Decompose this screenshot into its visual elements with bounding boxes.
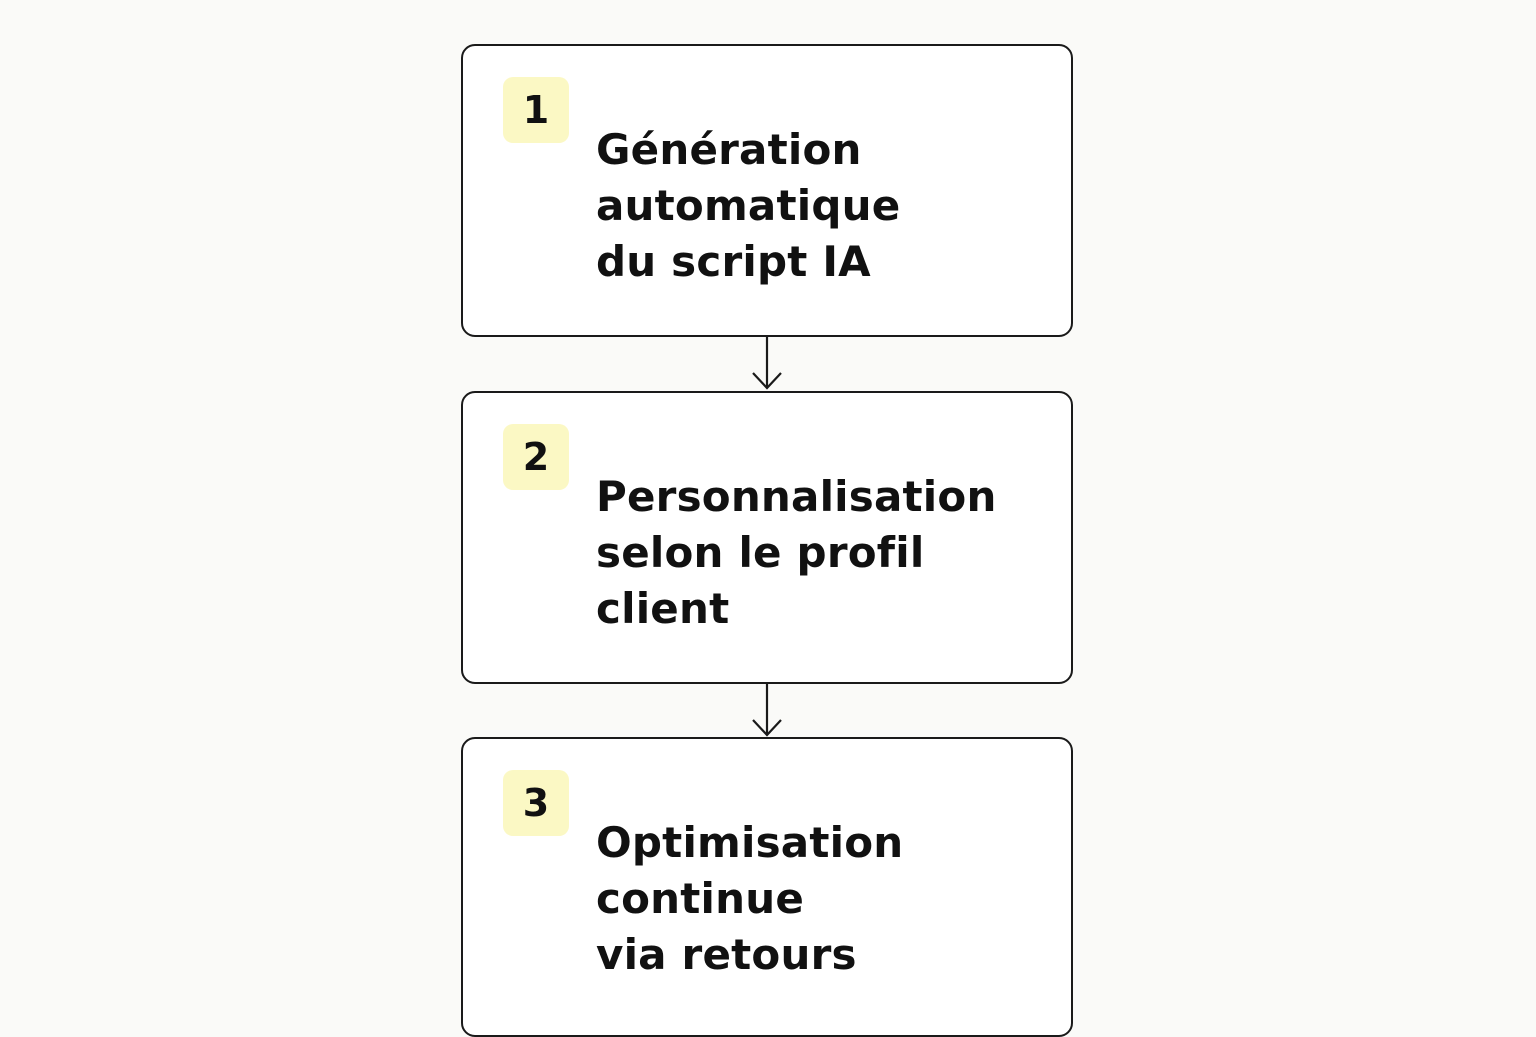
step-box-1: 1 Génération automatique du script IA: [461, 44, 1073, 337]
step-number-badge: 1: [503, 77, 569, 143]
step-box-3: 3 Optimisation continue via retours: [461, 737, 1073, 1037]
step-label: Optimisation continue via retours: [596, 818, 904, 979]
step-label: Personnalisation selon le profil client: [596, 472, 997, 633]
step-number-badge: 3: [503, 770, 569, 836]
step-number-badge: 2: [503, 424, 569, 490]
step-label: Génération automatique du script IA: [596, 125, 901, 286]
step-box-2: 2 Personnalisation selon le profil clien…: [461, 391, 1073, 684]
down-arrow-icon: [752, 683, 782, 737]
down-arrow-icon: [752, 336, 782, 390]
